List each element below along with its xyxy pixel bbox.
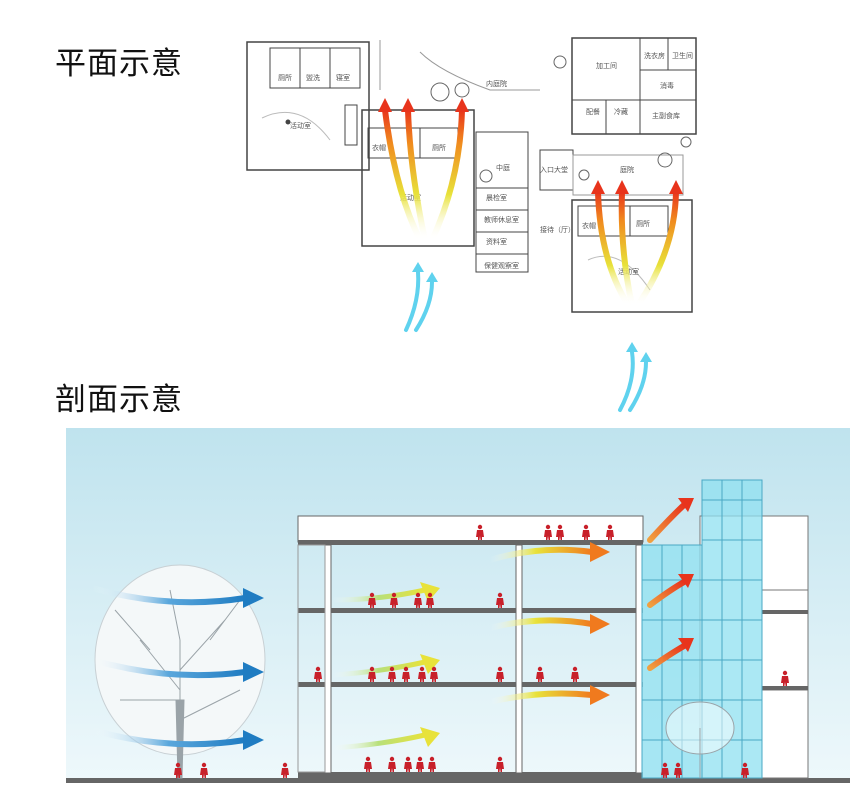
room-label: 资料室 xyxy=(486,237,507,246)
room-label: 衣帽 xyxy=(372,143,386,152)
plan-heat-arrows-right xyxy=(591,180,683,308)
room-label: 主副食库 xyxy=(652,111,680,120)
atrium-rising-arrows xyxy=(647,498,694,671)
room-label: 消毒 xyxy=(660,81,674,90)
wind-arrows xyxy=(89,585,264,750)
room-label: 活动室 xyxy=(290,121,311,130)
room-label: 盥洗 xyxy=(306,73,320,82)
room-label: 厕所 xyxy=(636,219,650,228)
plan-cool-inflow-arrows xyxy=(404,262,652,412)
room-label: 冷藏 xyxy=(614,107,628,116)
room-label: 寝室 xyxy=(336,73,350,82)
room-label: 衣帽 xyxy=(582,221,596,230)
room-label: 厕所 xyxy=(278,73,292,82)
room-label: 中庭 xyxy=(496,163,510,172)
room-label: 庭院 xyxy=(620,165,634,174)
plan-room-labels: 厕所 盥洗 寝室 活动室 衣帽 厕所 活动室 内庭院 中庭 晨检室 教师休息室 … xyxy=(278,51,693,276)
glass-atrium xyxy=(641,479,763,779)
section-diagram-title: 剖面示意 xyxy=(55,382,183,418)
room-label: 卫生间 xyxy=(672,51,693,60)
room-label: 接待（厅） xyxy=(540,225,575,234)
tree-illustration xyxy=(94,564,266,779)
room-label: 厕所 xyxy=(432,143,446,152)
room-label: 晨检室 xyxy=(486,193,507,202)
plan-trees xyxy=(430,55,692,183)
room-label: 入口大堂 xyxy=(540,165,568,174)
room-label: 教师休息室 xyxy=(484,215,519,224)
ground-line xyxy=(66,778,850,783)
room-label: 内庭院 xyxy=(486,79,507,88)
interior-airflow-arrows xyxy=(329,542,610,751)
floor-plan xyxy=(246,37,697,313)
room-label: 加工间 xyxy=(596,61,617,70)
room-label: 配餐 xyxy=(586,107,600,116)
plan-diagram-title: 平面示意 xyxy=(55,46,183,82)
room-label: 活动室 xyxy=(400,193,421,202)
room-label: 保健观察室 xyxy=(484,261,519,270)
room-label: 洗衣房 xyxy=(644,51,665,60)
plan-heat-arrows-left xyxy=(378,98,469,243)
